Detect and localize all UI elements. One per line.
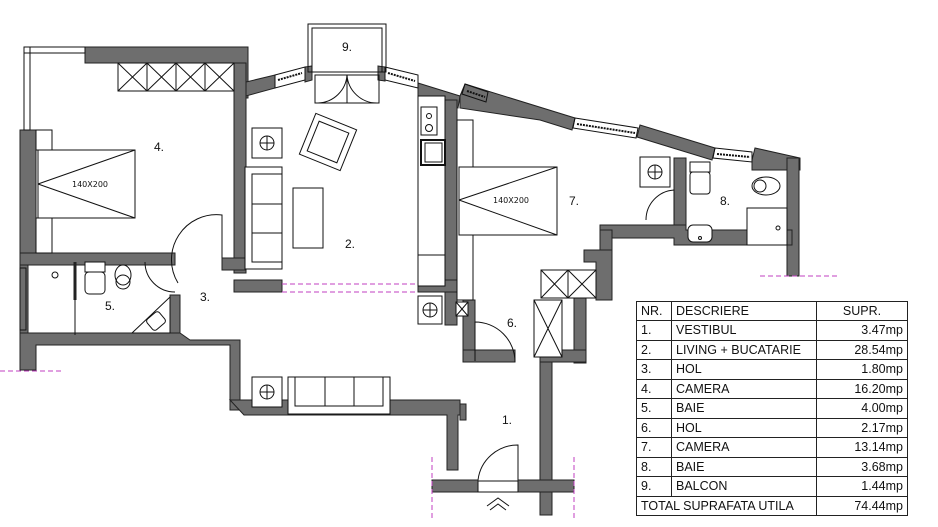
row-supr: 3.47mp [816, 320, 908, 341]
row-supr: 2.17mp [816, 417, 908, 438]
row-supr: 1.44mp [816, 476, 908, 497]
room-label-2: 2. [345, 237, 355, 251]
row-desc: BAIE [671, 456, 817, 477]
row-nr: 1. [636, 320, 672, 341]
header-nr: NR. [636, 301, 672, 321]
room-2-furniture [244, 95, 446, 325]
hall-furniture [251, 299, 563, 511]
bed-size-room-4: 140X200 [72, 180, 108, 189]
row-nr: 8. [636, 456, 672, 477]
total-value: 74.44mp [816, 495, 908, 516]
row-desc: BAIE [671, 398, 817, 419]
room-label-3: 3. [200, 290, 210, 304]
row-desc: CAMERA [671, 378, 817, 399]
balcony [307, 23, 387, 104]
area-table-header: NR. DESCRIERE SUPR. [636, 301, 908, 321]
room-4-furniture [35, 62, 235, 284]
row-desc: BALCON [671, 476, 817, 497]
row-nr: 3. [636, 359, 672, 380]
room-label-1: 1. [502, 413, 512, 427]
room-label-8: 8. [720, 194, 730, 208]
total-label: TOTAL SUPRAFATA UTILA [636, 495, 817, 516]
room-label-9: 9. [342, 40, 352, 54]
row-desc: CAMERA [671, 437, 817, 458]
row-nr: 6. [636, 417, 672, 438]
row-supr: 28.54mp [816, 339, 908, 360]
row-desc: HOL [671, 359, 817, 380]
section-lines [0, 275, 840, 518]
header-supr: SUPR. [816, 301, 908, 321]
row-supr: 16.20mp [816, 378, 908, 399]
row-supr: 3.68mp [816, 456, 908, 477]
room-7-furniture [456, 119, 675, 301]
row-supr: 1.80mp [816, 359, 908, 380]
room-5-fixtures [51, 261, 176, 335]
bed-size-room-7: 140X200 [493, 196, 529, 205]
room-label-4: 4. [154, 140, 164, 154]
row-desc: LIVING + BUCATARIE [671, 339, 817, 360]
row-desc: HOL [671, 417, 817, 438]
row-desc: VESTIBUL [671, 320, 817, 341]
room-label-5: 5. [105, 299, 115, 313]
room-label-7: 7. [569, 194, 579, 208]
windows [19, 46, 753, 331]
table-total-row: TOTAL SUPRAFATA UTILA 74.44mp [636, 495, 908, 516]
row-nr: 7. [636, 437, 672, 458]
header-descriere: DESCRIERE [671, 301, 817, 321]
room-8-fixtures [687, 161, 788, 246]
row-nr: 4. [636, 378, 672, 399]
room-labels: 1. 2. 3. 4. 5. 6. 7. 8. 9. 140X200 140X2… [72, 40, 730, 427]
row-supr: 4.00mp [816, 398, 908, 419]
row-nr: 5. [636, 398, 672, 419]
row-supr: 13.14mp [816, 437, 908, 458]
room-label-6: 6. [507, 316, 517, 330]
row-nr: 9. [636, 476, 672, 497]
row-nr: 2. [636, 339, 672, 360]
